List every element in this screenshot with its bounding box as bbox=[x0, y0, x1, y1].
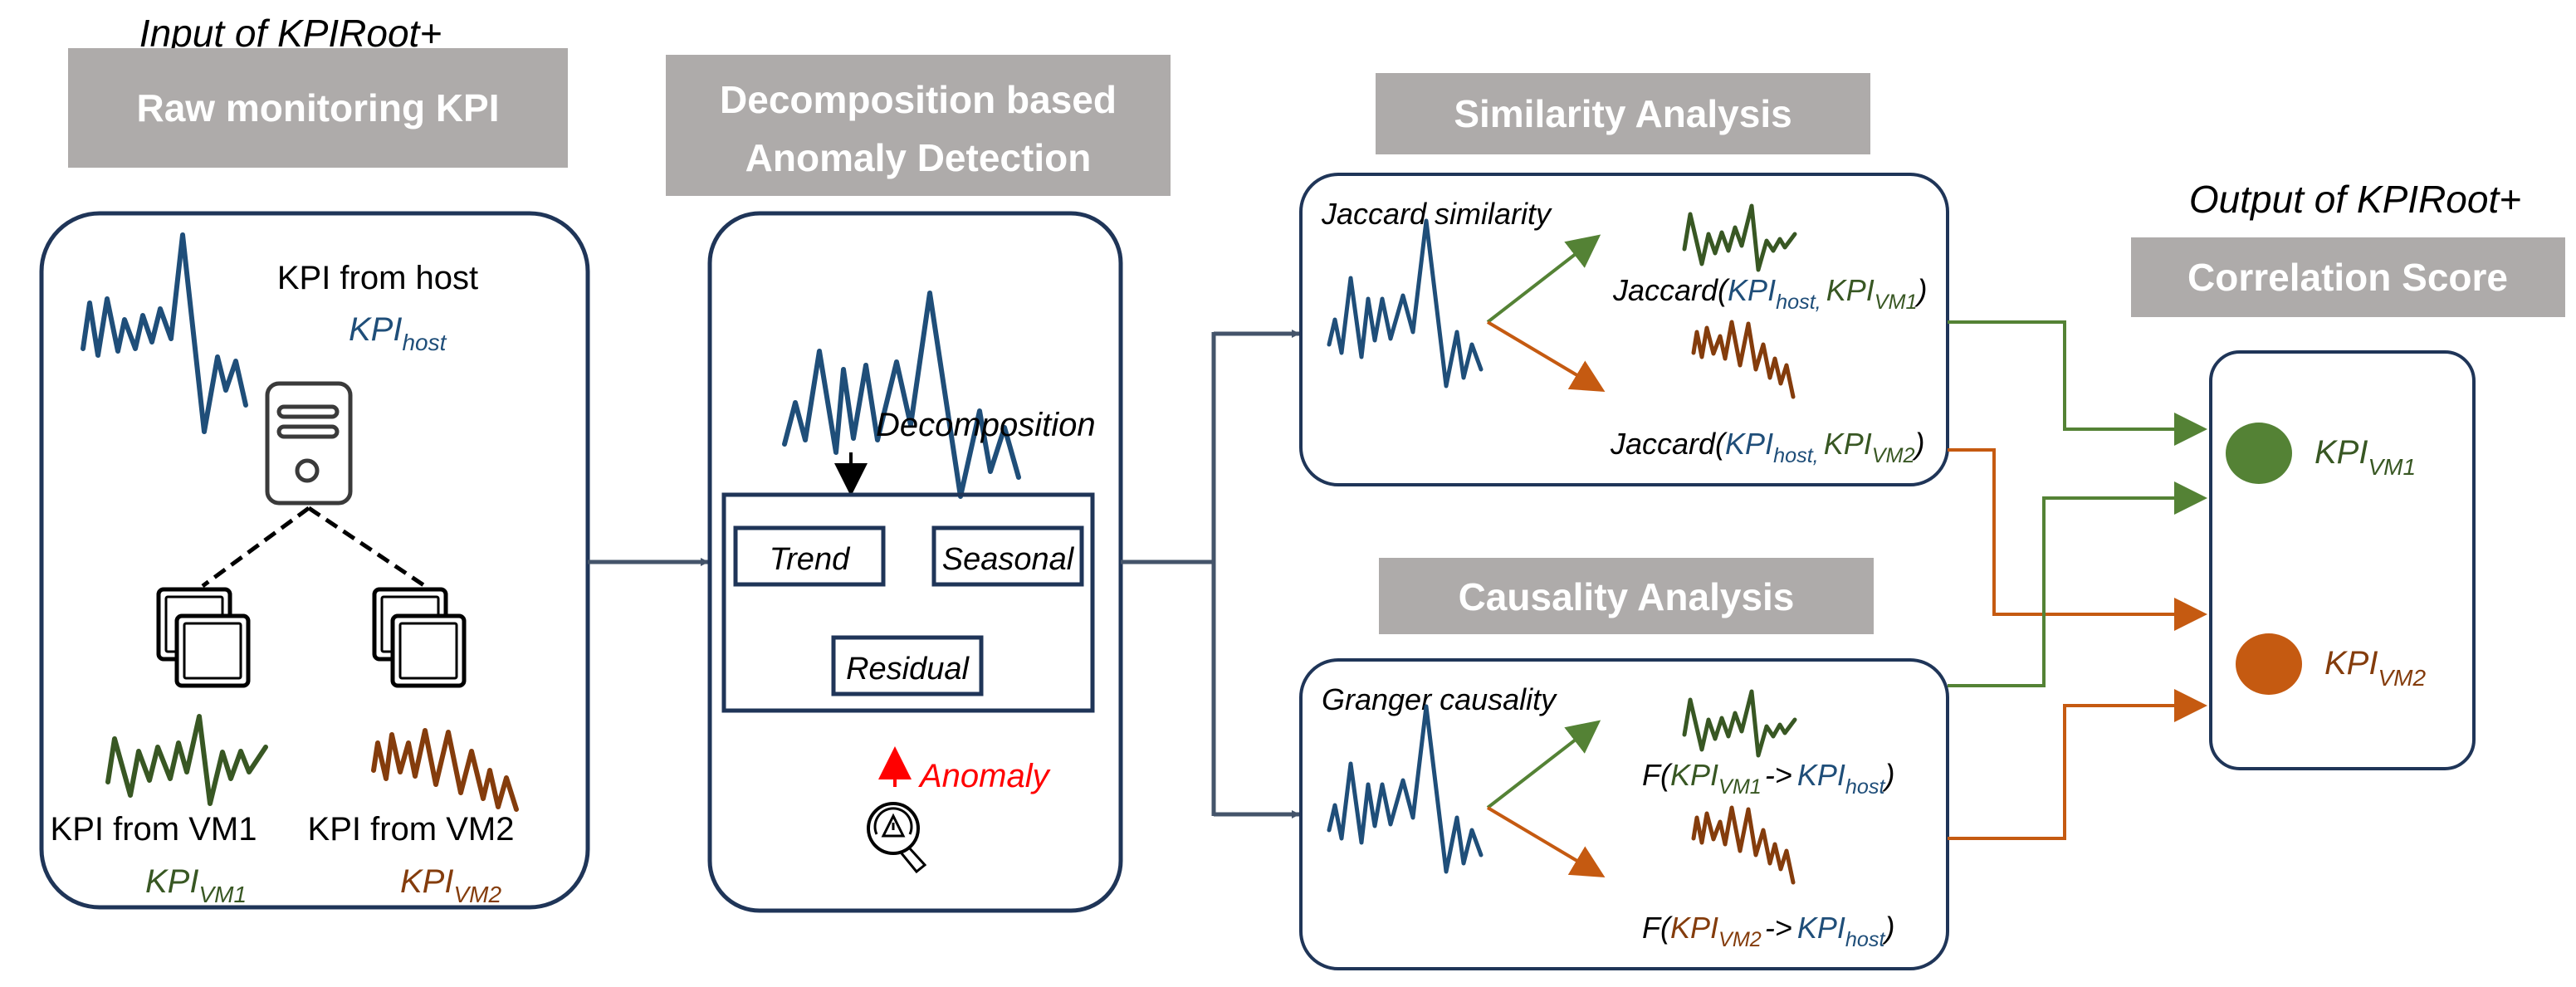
vm2-score-dot bbox=[2236, 633, 2302, 695]
similarity-header-box bbox=[1376, 73, 1870, 154]
vm2-score-label: KPIVM2 bbox=[2324, 645, 2426, 691]
vm1-score-label: KPIVM1 bbox=[2314, 434, 2416, 480]
output-title: Output of KPIRoot+ bbox=[2189, 178, 2521, 221]
output-header: Correlation Score bbox=[2187, 256, 2508, 299]
input-header: Raw monitoring KPI bbox=[137, 86, 500, 129]
similarity-vm1-sparkline bbox=[1682, 203, 1797, 272]
decomposition-input-sparkline bbox=[782, 291, 1021, 499]
trend-box bbox=[733, 525, 886, 587]
causality-header: Causality Analysis bbox=[1459, 575, 1795, 618]
similarity-host-sparkline bbox=[1327, 218, 1484, 388]
decomposition-header-box bbox=[666, 55, 1171, 196]
vm2-kpi-label: KPI from VM2 bbox=[308, 811, 515, 848]
decomposition-header-line2: Anomaly Detection bbox=[745, 136, 1092, 179]
vm1-kpi-sparkline bbox=[105, 714, 268, 806]
causality-header-box bbox=[1379, 558, 1874, 634]
similarity-header: Similarity Analysis bbox=[1454, 92, 1791, 135]
input-title: Input of KPIRoot+ bbox=[139, 12, 442, 55]
similarity-vm2-sparkline bbox=[1691, 320, 1796, 399]
similarity-method: Jaccard similarity bbox=[1321, 197, 1552, 231]
causality-vm2-sparkline bbox=[1691, 805, 1796, 885]
similarity-vm1-branch-arrow bbox=[1486, 234, 1601, 324]
similarity-vm2-branch-arrow bbox=[1486, 320, 1606, 393]
seasonal-box bbox=[931, 525, 1084, 587]
causality-formula-vm1: F(KPIVM1->KPIhost) bbox=[1642, 758, 1894, 799]
host-kpi-symbol: KPIhost bbox=[349, 311, 447, 355]
causality-panel bbox=[1299, 658, 1949, 970]
similarity-panel bbox=[1299, 173, 1949, 486]
vm1-kpi-symbol: KPIVM1 bbox=[145, 863, 247, 907]
anomaly-search-icon bbox=[867, 802, 927, 874]
causality-host-sparkline bbox=[1327, 704, 1484, 874]
residual-label: Residual bbox=[846, 652, 970, 687]
residual-box bbox=[831, 635, 984, 696]
causality-vm1-sparkline bbox=[1682, 689, 1797, 758]
vm2-kpi-symbol: KPIVM2 bbox=[400, 863, 501, 907]
host-kpi-sparkline bbox=[81, 232, 248, 434]
seasonal-label: Seasonal bbox=[942, 542, 1075, 577]
similarity-vm1-to-score-arrow bbox=[1948, 320, 2207, 446]
causality-vm1-to-score-arrow bbox=[1948, 481, 2207, 687]
host-vm1-link bbox=[201, 506, 310, 589]
virtual-machine-icon bbox=[156, 587, 251, 688]
vm1-kpi-label: KPI from VM1 bbox=[51, 811, 257, 848]
similarity-formula-vm2: Jaccard(KPIhost,KPIVM2) bbox=[1610, 427, 1925, 467]
host-vm2-link bbox=[307, 506, 427, 589]
similarity-vm2-to-score-arrow bbox=[1948, 448, 2207, 631]
trend-label: Trend bbox=[770, 542, 851, 577]
virtual-machine-icon bbox=[372, 587, 467, 688]
decomposition-components-box bbox=[721, 492, 1095, 713]
causality-method: Granger causality bbox=[1322, 682, 1557, 716]
output-header-box bbox=[2131, 237, 2565, 317]
decomposition-step-label: Decomposition bbox=[876, 407, 1096, 443]
decomposition-header-line1: Decomposition based bbox=[720, 78, 1117, 121]
server-icon bbox=[265, 381, 353, 506]
output-panel bbox=[2209, 350, 2476, 770]
causality-vm1-branch-arrow bbox=[1486, 720, 1601, 809]
host-kpi-label: KPI from host bbox=[277, 260, 478, 296]
anomaly-label: Anomaly bbox=[918, 758, 1052, 794]
input-header-box bbox=[68, 48, 568, 168]
vm2-kpi-sparkline bbox=[371, 728, 519, 812]
causality-formula-vm2: F(KPIVM2->KPIhost) bbox=[1642, 911, 1894, 951]
similarity-formula-vm1: Jaccard(KPIhost,KPIVM1) bbox=[1612, 273, 1928, 314]
causality-vm2-branch-arrow bbox=[1486, 806, 1606, 878]
vm1-score-dot bbox=[2226, 423, 2292, 484]
causality-vm2-to-score-arrow bbox=[1948, 689, 2207, 840]
